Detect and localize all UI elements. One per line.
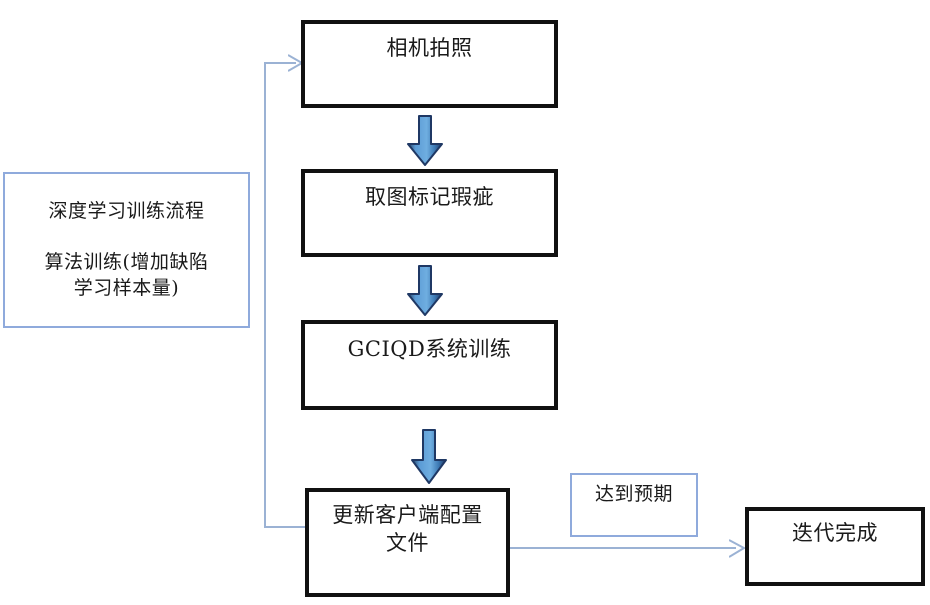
step-label-update-client-config: 更新客户端配置 文件 <box>332 503 483 555</box>
note-training-process-line1: 深度学习训练流程 <box>48 199 205 222</box>
step-label-camera-capture: 相机拍照 <box>386 36 473 60</box>
note-training-process: 深度学习训练流程 算法训练(增加缺陷 学习样本量) <box>3 172 250 328</box>
arrow-train-to-update-icon <box>411 429 447 484</box>
arrow-capture-to-mark-icon <box>407 115 443 166</box>
note-training-process-line2: 算法训练(增加缺陷 学习样本量) <box>44 251 209 299</box>
step-label-mark-defects: 取图标记瑕疵 <box>365 185 494 209</box>
arrow-mark-to-train-icon <box>407 265 443 316</box>
feedback-loop-bottom-segment <box>264 526 308 528</box>
step-box-gciqd-system-train[interactable]: GCIQD系统训练 <box>301 320 558 410</box>
note-expected-result: 达到预期 <box>570 473 698 537</box>
note-expected-result-label: 达到预期 <box>594 483 673 505</box>
step-box-mark-defects[interactable]: 取图标记瑕疵 <box>301 169 558 257</box>
step-box-update-client-config[interactable]: 更新客户端配置 文件 <box>305 488 510 597</box>
feedback-loop-vertical-segment <box>264 62 266 528</box>
step-label-iteration-complete: 迭代完成 <box>792 521 878 545</box>
feedback-loop-top-segment <box>264 62 296 64</box>
step-box-iteration-complete[interactable]: 迭代完成 <box>745 507 925 586</box>
arrow-update-to-complete-arrowhead-icon <box>729 539 747 558</box>
step-label-gciqd-system-train: GCIQD系统训练 <box>347 337 512 361</box>
step-box-camera-capture[interactable]: 相机拍照 <box>301 20 558 108</box>
arrow-update-to-complete-line <box>510 547 736 549</box>
